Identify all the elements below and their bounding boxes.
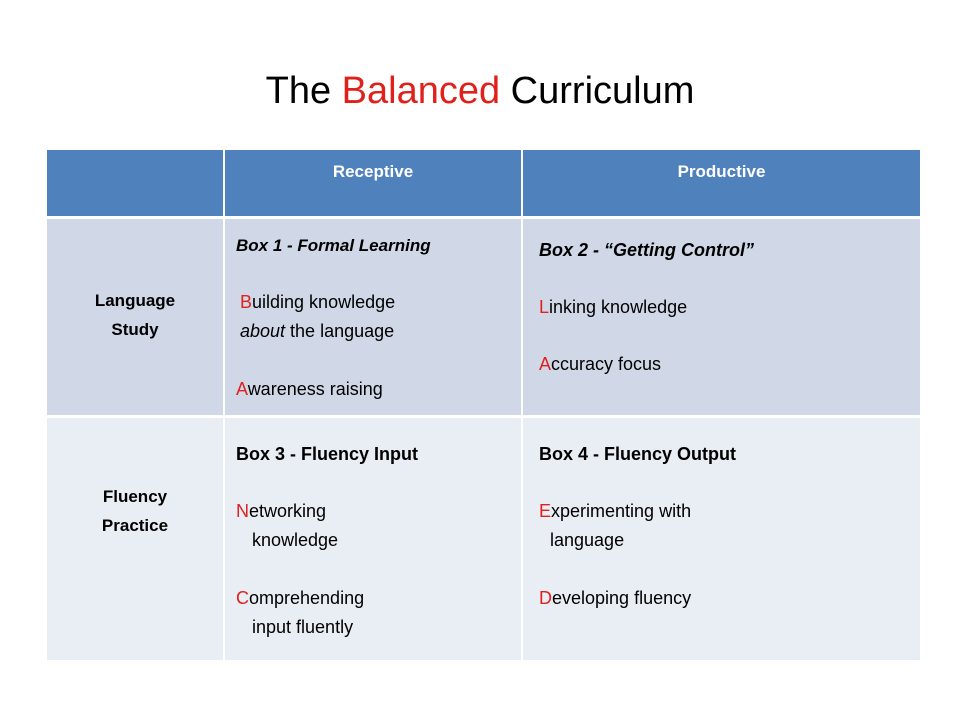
line-text: uilding knowledge — [252, 292, 396, 312]
initial-letter: N — [236, 501, 249, 521]
line-text: xperimenting with — [551, 501, 692, 521]
initial-letter: E — [539, 501, 552, 521]
line-text: wareness raising — [247, 379, 383, 399]
box-3-line-1: Networking — [236, 497, 326, 526]
box-3-line-2: Comprehending — [236, 584, 364, 613]
header-corner-cell — [47, 150, 223, 216]
header-receptive: Receptive — [223, 150, 521, 216]
line-text: the language — [285, 321, 395, 341]
title-suffix: Curriculum — [500, 70, 695, 112]
initial-letter: D — [539, 588, 552, 608]
header-productive: Productive — [521, 150, 920, 216]
box-2-line-1: Linking knowledge — [539, 293, 687, 322]
box-1-cell: Box 1 - Formal Learning Building knowled… — [223, 216, 521, 415]
box-4-line-2: Developing fluency — [539, 584, 691, 613]
initial-letter: A — [539, 354, 552, 374]
box-2-cell: Box 2 - “Getting Control” Linking knowle… — [521, 216, 920, 415]
box-3-line-1-cont: knowledge — [252, 530, 339, 550]
initial-letter: L — [539, 297, 550, 317]
row-label-line: Fluency — [102, 487, 168, 506]
line-text: omprehending — [249, 588, 365, 608]
title-accent: Balanced — [341, 70, 501, 112]
row-label-line: Study — [111, 320, 159, 339]
line-text: eveloping fluency — [552, 588, 692, 608]
emphasis-text: about — [240, 321, 286, 341]
box-1-line-3: Awareness raising — [236, 375, 383, 404]
box-4-line-1-cont: language — [550, 530, 625, 550]
line-text: ccuracy focus — [551, 354, 662, 374]
line-text: etworking — [249, 501, 327, 521]
row-label-line: Practice — [101, 516, 169, 535]
box-4-cell: Box 4 - Fluency Output Experimenting wit… — [521, 415, 920, 660]
box-4-line-1: Experimenting with — [539, 497, 691, 526]
box-1-line-1: Building knowledge — [240, 288, 395, 317]
initial-letter: B — [240, 292, 253, 312]
row-label-fluency-practice: Fluency Practice — [47, 415, 223, 660]
title-prefix: The — [265, 70, 342, 112]
box-3-heading: Box 3 - Fluency Input — [236, 444, 419, 464]
curriculum-table: Receptive Productive Language Study Box … — [47, 150, 920, 660]
box-4-heading: Box 4 - Fluency Output — [539, 444, 737, 464]
row-label-language-study: Language Study — [47, 216, 223, 415]
box-2-line-2: Accuracy focus — [539, 350, 661, 379]
initial-letter: C — [236, 588, 249, 608]
box-1-line-2: about the language — [240, 317, 394, 346]
row-label-line: Language — [94, 291, 176, 310]
slide-title: The Balanced Curriculum — [0, 66, 960, 116]
box-3-line-2-cont: input fluently — [252, 617, 354, 637]
box-3-cell: Box 3 - Fluency Input Networking knowled… — [223, 415, 521, 660]
box-1-heading: Box 1 - Formal Learning — [236, 236, 431, 255]
line-text: inking knowledge — [549, 297, 688, 317]
box-2-heading: Box 2 - “Getting Control” — [539, 240, 754, 260]
initial-letter: A — [236, 379, 248, 399]
